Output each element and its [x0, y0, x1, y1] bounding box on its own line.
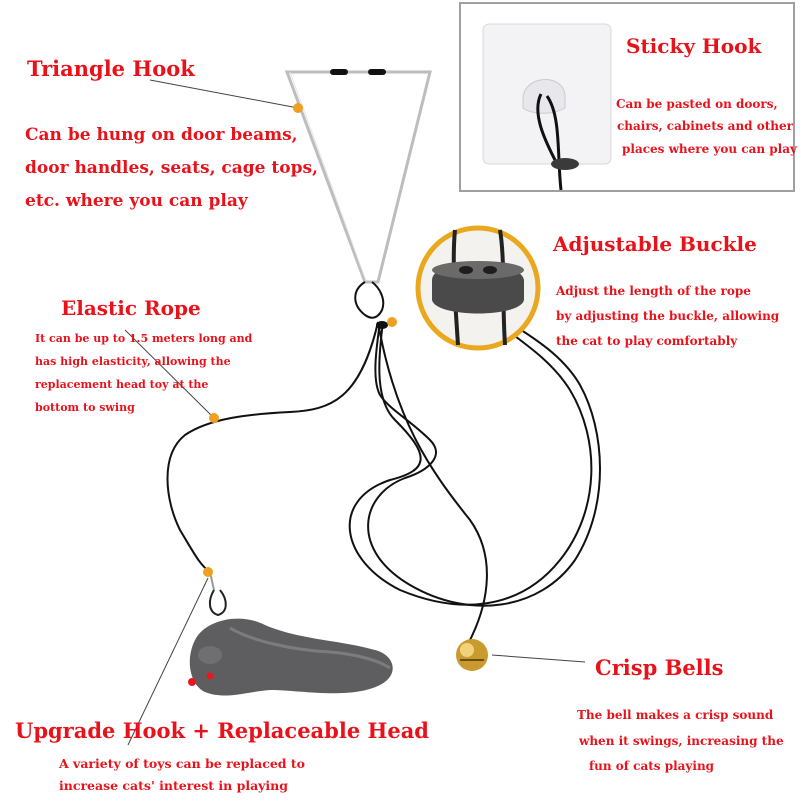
buckle-marker — [387, 317, 397, 327]
sticky-hook-desc-3: places where you can play — [622, 142, 797, 156]
upgrade-hook-desc-1: A variety of toys can be replaced to — [59, 756, 306, 771]
sticky-hook-desc-2: chairs, cabinets and other — [617, 119, 793, 133]
leader-line-bell — [491, 654, 586, 663]
adjustable-buckle-desc-1: Adjust the length of the rope — [556, 284, 751, 298]
elastic-rope-desc-3: replacement head toy at the — [35, 378, 209, 391]
elastic-rope-desc-4: bottom to swing — [35, 401, 135, 414]
bell — [456, 639, 488, 671]
adjustable-buckle-title: Adjustable Buckle — [553, 232, 757, 256]
buckle-magnifier — [415, 225, 541, 351]
triangle-hook-desc-2: door handles, seats, cage tops, — [25, 158, 318, 178]
triangle-hook-desc-1: Can be hung on door beams, — [25, 125, 298, 145]
upgrade-hook-title: Upgrade Hook + Replaceable Head — [15, 718, 429, 743]
crisp-bells-desc-2: when it swings, increasing the — [579, 734, 784, 748]
crisp-bells-title: Crisp Bells — [595, 655, 724, 680]
elastic-rope-desc-2: has high elasticity, allowing the — [35, 355, 231, 368]
hook-marker — [203, 567, 213, 577]
upgrade-hook-desc-2: increase cats' interest in playing — [59, 778, 289, 793]
leader-line-triangle — [149, 79, 299, 109]
small-buckle — [376, 321, 388, 329]
sticky-hook-title: Sticky Hook — [626, 34, 762, 58]
crisp-bells-desc-3: fun of cats playing — [589, 759, 715, 773]
leader-line-rope — [124, 329, 215, 419]
sticky-hook-desc-1: Can be pasted on doors, — [616, 97, 778, 111]
triangle-hook-marker — [293, 103, 303, 113]
rope-marker — [209, 413, 219, 423]
replaceable-head-toy — [188, 618, 393, 696]
adjustable-buckle-desc-3: the cat to play comfortably — [556, 334, 738, 348]
sticky-hook-inset — [459, 2, 795, 192]
sticky-hook-image — [482, 23, 612, 191]
triangle-hook-desc-3: etc. where you can play — [25, 191, 248, 211]
crisp-bells-desc-1: The bell makes a crisp sound — [577, 708, 774, 722]
triangle-hook-title: Triangle Hook — [27, 56, 195, 81]
elastic-rope-desc-1: It can be up to 1.5 meters long and — [35, 332, 253, 345]
upgrade-hook-clip — [208, 571, 227, 617]
adjustable-buckle-desc-2: by adjusting the buckle, allowing — [556, 309, 780, 323]
leader-line-upgrade — [127, 577, 209, 746]
elastic-rope-title: Elastic Rope — [61, 296, 201, 320]
